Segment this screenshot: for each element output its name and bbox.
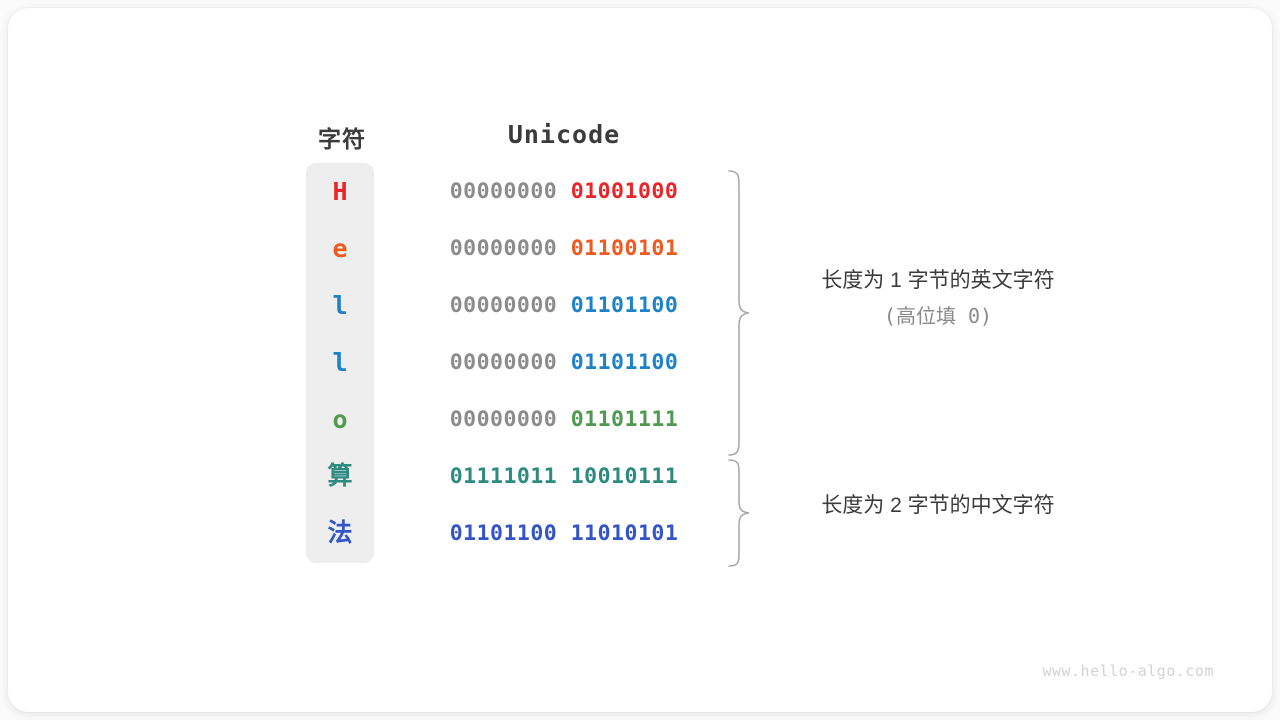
encoding-table: H 00000000 01001000 e 00000000 01100101 l 000… [8, 163, 1272, 562]
character-cell: 法 [327, 519, 353, 547]
unicode-binary-cell: 01101100 11010101 [428, 505, 700, 562]
brace-one-byte [728, 170, 750, 456]
unicode-binary-cell: 01111011 10010111 [428, 448, 700, 505]
table-row: 法 01101100 11010101 [8, 505, 1272, 562]
unicode-high-byte: 00000000 [449, 350, 558, 375]
unicode-high-byte: 01111011 [449, 464, 558, 489]
annotation-two-byte-main: 长度为 2 字节的中文字符 [821, 494, 1055, 517]
table-row: 算 01111011 10010111 [8, 448, 1272, 505]
table-row: H 00000000 01001000 [8, 163, 1272, 220]
unicode-high-byte: 00000000 [449, 236, 558, 261]
unicode-high-byte: 00000000 [449, 293, 558, 318]
unicode-low-byte: 11010101 [570, 521, 679, 546]
character-cell: e [332, 234, 348, 263]
unicode-high-byte: 01101100 [449, 521, 558, 546]
unicode-binary-cell: 00000000 01100101 [428, 220, 700, 277]
table-row: e 00000000 01100101 [8, 220, 1272, 277]
unicode-high-byte: 00000000 [449, 407, 558, 432]
column-header-unicode: Unicode [507, 120, 621, 149]
unicode-binary-cell: 00000000 01001000 [428, 163, 700, 220]
brace-two-byte [728, 459, 750, 567]
character-cell: l [332, 291, 348, 320]
unicode-low-byte: 01101111 [570, 407, 679, 432]
character-cell: o [332, 405, 348, 434]
diagram-stage: 字符 Unicode H 00000000 01001000 e 00000000 0… [8, 8, 1272, 712]
annotation-two-byte: 长度为 2 字节的中文字符 [778, 488, 1098, 524]
unicode-low-byte: 10010111 [570, 464, 679, 489]
annotation-one-byte: 长度为 1 字节的英文字符 (高位填 0) [778, 263, 1098, 333]
character-column-background [306, 163, 374, 563]
character-cell: l [332, 348, 348, 377]
unicode-binary-cell: 00000000 01101100 [428, 277, 700, 334]
annotation-one-byte-sub: (高位填 0) [883, 304, 993, 328]
table-row: l 00000000 01101100 [8, 334, 1272, 391]
unicode-low-byte: 01101100 [570, 293, 679, 318]
annotation-one-byte-main: 长度为 1 字节的英文字符 [821, 269, 1055, 292]
unicode-binary-cell: 00000000 01101100 [428, 334, 700, 391]
unicode-low-byte: 01001000 [570, 179, 679, 204]
unicode-high-byte: 00000000 [449, 179, 558, 204]
unicode-low-byte: 01101100 [570, 350, 679, 375]
table-row: o 00000000 01101111 [8, 391, 1272, 448]
character-cell: 算 [327, 462, 353, 490]
unicode-low-byte: 01100101 [570, 236, 679, 261]
table-row: l 00000000 01101100 [8, 277, 1272, 334]
character-cell: H [332, 177, 348, 206]
figure-card: 字符 Unicode H 00000000 01001000 e 00000000 0… [8, 8, 1272, 712]
watermark: www.hello-algo.com [1042, 662, 1214, 680]
unicode-binary-cell: 00000000 01101111 [428, 391, 700, 448]
column-header-character: 字符 [318, 126, 366, 152]
